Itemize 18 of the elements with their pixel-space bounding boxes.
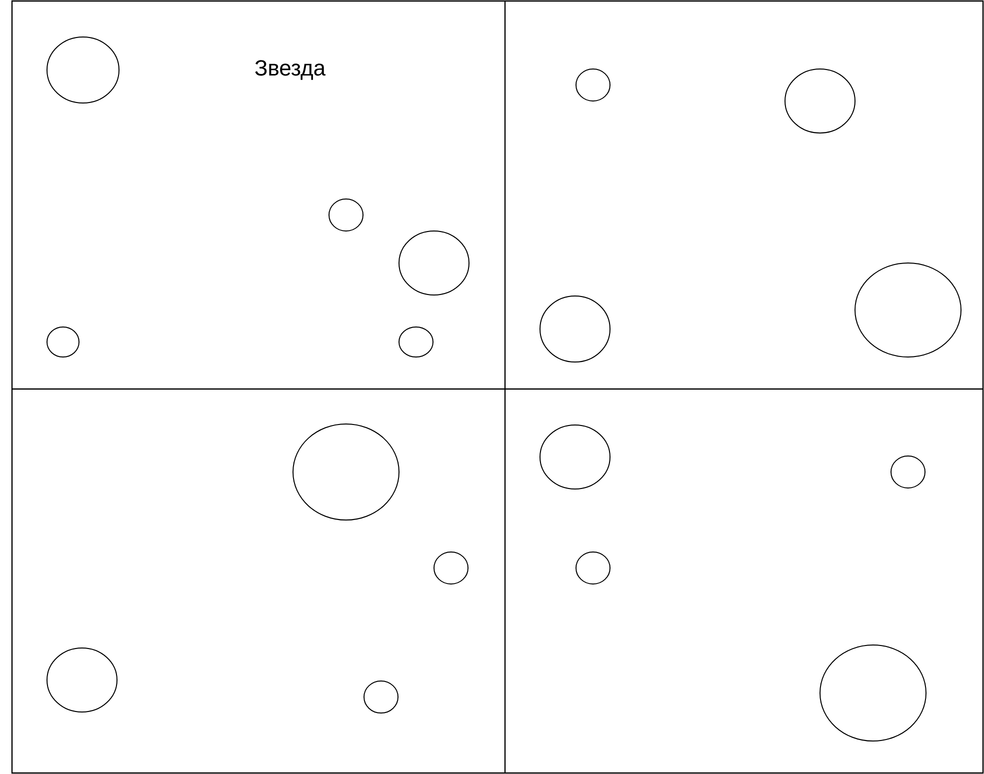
circle [364,680,398,714]
circle [820,644,926,742]
circle [784,68,856,134]
circle [576,68,610,102]
star-label: Звезда [255,60,326,80]
circle [46,326,80,358]
circle [328,198,364,232]
circle [854,262,962,358]
circle [434,552,468,584]
circle [890,456,926,488]
circle [540,424,610,490]
circle [46,36,120,104]
circle [398,230,470,296]
circle [292,424,400,520]
circle [576,552,610,584]
circle [46,648,118,712]
circle [398,326,434,358]
circle [540,296,610,362]
